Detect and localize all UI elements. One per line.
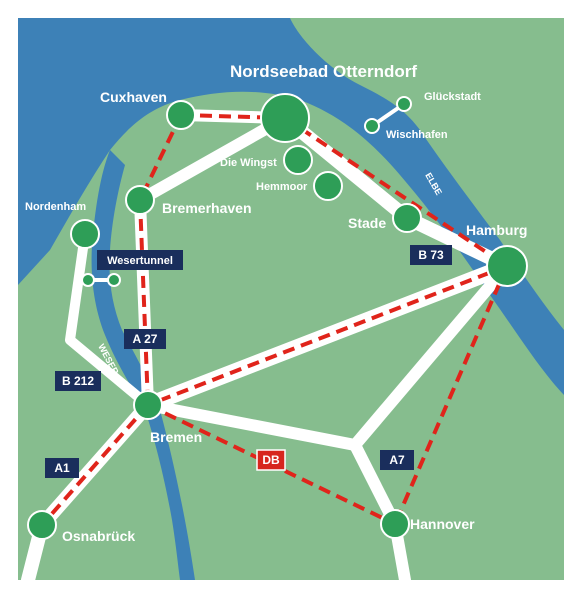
city-dot-tunnel-east	[107, 273, 121, 287]
city-dot-otterndorf	[260, 93, 310, 143]
road-label-a7: A7	[380, 450, 414, 470]
rail-cux-bremerhaven	[138, 114, 183, 201]
svg-text:B 73: B 73	[418, 248, 444, 262]
road-label-b212: B 212	[55, 371, 101, 391]
label-cuxhaven: Cuxhaven	[100, 89, 167, 105]
label-wingst: Die Wingst	[220, 157, 277, 169]
city-dot-stade	[392, 203, 422, 233]
label-nordenham: Nordenham	[25, 201, 86, 213]
svg-text:B 212: B 212	[62, 374, 94, 388]
label-glueckstadt: Glückstadt	[424, 91, 481, 103]
north-sea-water	[18, 18, 564, 395]
label-hamburg: Hamburg	[466, 222, 527, 238]
rail-hamburg-bremen	[147, 264, 508, 407]
city-dot-nordenham	[70, 219, 100, 249]
road-label-a27: A 27	[124, 329, 166, 349]
label-bremen: Bremen	[150, 429, 202, 445]
city-markers	[27, 93, 528, 540]
rail-otterndorf-hamburg	[283, 116, 509, 268]
road-bremen-junction	[142, 399, 361, 451]
road-label-db: DB	[256, 449, 286, 471]
city-dot-glueckstadt	[396, 96, 412, 112]
label-wischhafen: Wischhafen	[386, 129, 448, 141]
road-label-wesertunnel: Wesertunnel	[97, 250, 183, 270]
svg-text:Wesertunnel: Wesertunnel	[107, 255, 173, 267]
road-b212	[65, 229, 153, 410]
rail-bremen-osnabrueck	[40, 403, 150, 527]
svg-text:A 27: A 27	[133, 332, 158, 346]
city-dot-bremen	[133, 390, 163, 420]
svg-text:A7: A7	[389, 453, 405, 467]
road-otterndorf-stade	[278, 111, 414, 225]
city-dot-hemmoor	[313, 171, 343, 201]
road-label-b73: B 73	[410, 245, 452, 265]
city-dot-bremerhaven	[125, 185, 155, 215]
city-dot-wischhafen	[364, 118, 380, 134]
city-dot-hannover	[380, 509, 410, 539]
label-otterndorf: Nordseebad Otterndorf	[230, 62, 417, 81]
city-dot-tunnel-west	[81, 273, 95, 287]
rail-hamburg-hannover	[393, 265, 509, 525]
label-hannover: Hannover	[410, 516, 475, 532]
road-label-a1: A1	[45, 458, 79, 478]
svg-text:DB: DB	[262, 453, 280, 467]
road-hamburg-junction	[349, 260, 513, 451]
city-dot-wingst	[283, 145, 313, 175]
city-dot-osnabrueck	[27, 510, 57, 540]
label-hemmoor: Hemmoor	[256, 181, 308, 193]
label-stade: Stade	[348, 215, 386, 231]
weser-river	[91, 150, 195, 580]
city-dot-hamburg	[486, 245, 528, 287]
label-bremerhaven: Bremerhaven	[162, 200, 252, 216]
road-otterndorf-bremerhaven	[134, 112, 291, 206]
rail-bremerhaven-bremen	[138, 199, 150, 406]
city-dot-cuxhaven	[166, 100, 196, 130]
label-osnabrueck: Osnabrück	[62, 528, 135, 544]
svg-text:A1: A1	[54, 461, 70, 475]
